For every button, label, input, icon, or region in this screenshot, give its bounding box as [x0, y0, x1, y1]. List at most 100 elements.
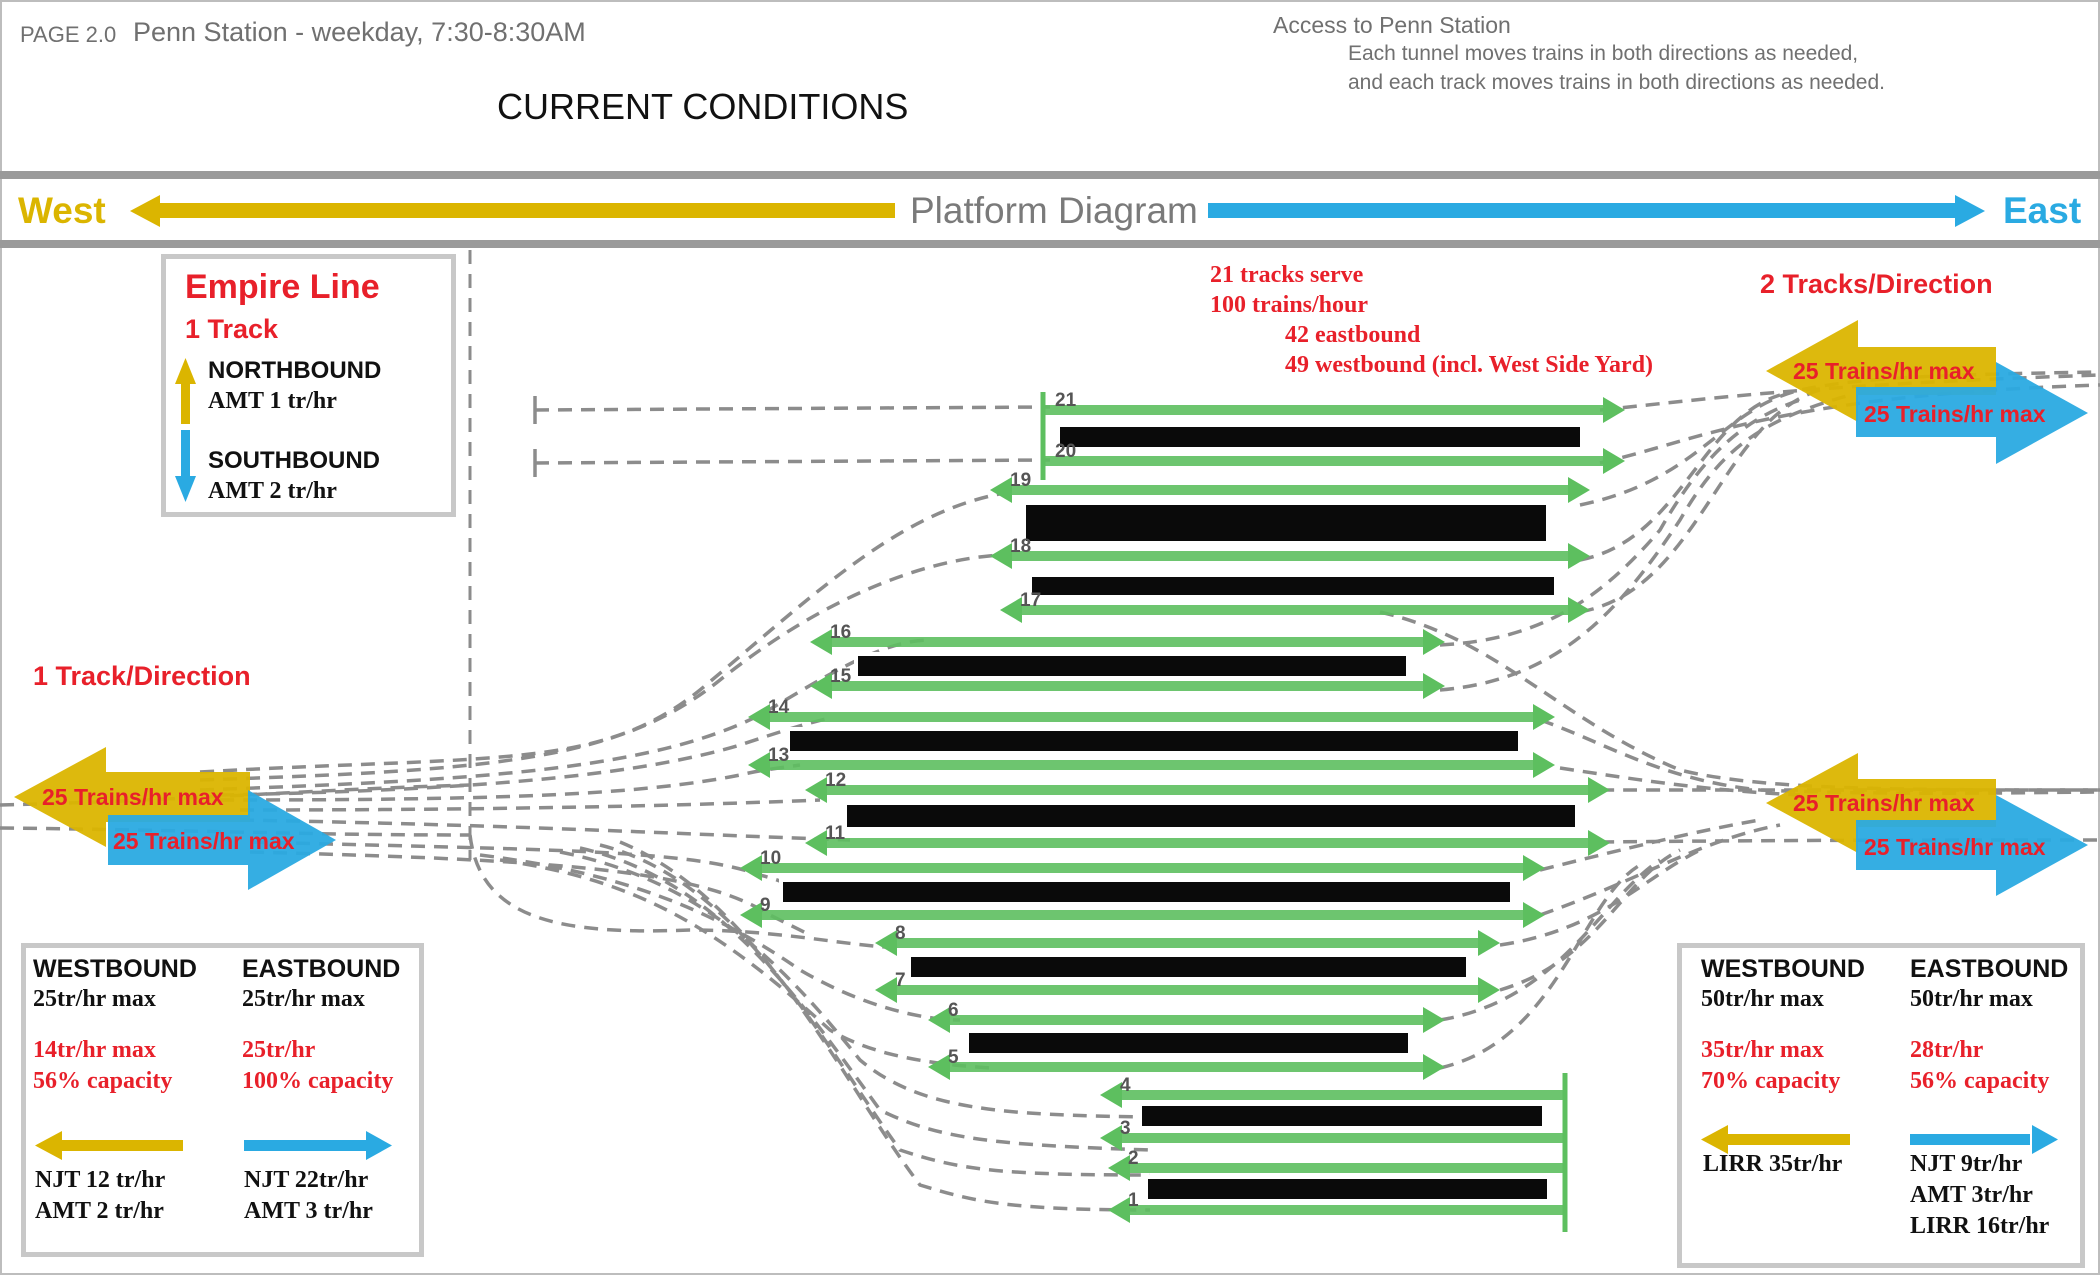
track-right-arrow-icon [1588, 830, 1610, 856]
east-upper-eastbound-arrow-icon [1856, 362, 2088, 464]
track-right-arrow-icon [1423, 673, 1445, 699]
left-eb-actual: 25tr/hr [242, 1037, 316, 1063]
track-number-label: 7 [895, 970, 906, 991]
west-tunnel-westbound-capacity: 25 Trains/hr max [42, 784, 224, 810]
platform [1138, 1102, 1546, 1130]
track-number-label: 9 [760, 895, 771, 916]
connection-lines [0, 370, 2100, 1212]
track-number-label: 15 [830, 666, 852, 687]
track-right-arrow-icon [1568, 543, 1590, 569]
platform [1022, 501, 1550, 545]
platform [786, 727, 1522, 755]
platform [965, 1029, 1412, 1057]
track-right-arrow-icon [1603, 448, 1625, 474]
left-eb-line1: NJT 22tr/hr [244, 1167, 369, 1193]
track-number-label: 14 [768, 697, 790, 718]
east-label: East [2003, 190, 2082, 231]
track-left-arrow-icon [810, 673, 832, 699]
track-left-arrow-icon [1100, 1082, 1122, 1108]
left-wb-max: 25tr/hr max [33, 986, 156, 1012]
track-number-label: 5 [948, 1047, 959, 1068]
track-left-arrow-icon [875, 977, 897, 1003]
summary-eastbound: 42 eastbound [1285, 322, 1421, 348]
track-number-label: 12 [825, 770, 846, 791]
track-right-arrow-icon [1568, 477, 1590, 503]
track-number-label: 17 [1020, 590, 1041, 611]
east-upper-westbound-capacity: 25 Trains/hr max [1793, 358, 1975, 384]
track-number-label: 1 [1128, 1190, 1139, 1211]
track-left-arrow-icon [740, 902, 762, 928]
west-tunnel-eastbound-arrow-icon [108, 790, 336, 890]
empire-south-value: AMT 2 tr/hr [208, 478, 337, 504]
track-left-arrow-icon [1108, 1155, 1130, 1181]
track-number-label: 19 [1010, 470, 1031, 491]
empire-north-label: NORTHBOUND [208, 357, 382, 384]
track-number-label: 6 [948, 1000, 959, 1021]
track-right-arrow-icon [1603, 397, 1625, 423]
track-21 [1043, 397, 1625, 423]
empire-north-value: AMT 1 tr/hr [208, 388, 337, 414]
left-westbound-arrow-icon [35, 1131, 183, 1160]
east-lower-westbound-capacity: 25 Trains/hr max [1793, 790, 1975, 816]
right-westbound-arrow-icon [1701, 1125, 1850, 1154]
left-eb-max: 25tr/hr max [242, 986, 365, 1012]
track-right-arrow-icon [1588, 777, 1610, 803]
access-note-1: Each tunnel moves trains in both directi… [1348, 42, 1859, 65]
west-capacity-table [21, 943, 424, 1257]
track-15 [810, 673, 1445, 699]
track-4 [1100, 1082, 1565, 1108]
track-left-arrow-icon [740, 855, 762, 881]
track-left-arrow-icon [1100, 1125, 1122, 1151]
right-eb-pct: 56% capacity [1910, 1068, 2050, 1094]
track-5 [928, 1054, 1445, 1080]
east-upper-westbound-arrow-icon [1766, 320, 1996, 422]
banner-rule-top [0, 171, 2100, 179]
track-number-label: 21 [1055, 390, 1077, 411]
west-label: West [18, 190, 106, 231]
banner-rule-bottom [0, 240, 2100, 248]
right-wb-head: WESTBOUND [1701, 955, 1865, 983]
track-right-arrow-icon [1568, 597, 1590, 623]
right-eb-line2: AMT 3tr/hr [1910, 1182, 2033, 1208]
track-left-arrow-icon [748, 704, 770, 730]
right-wb-pct: 70% capacity [1701, 1068, 1841, 1094]
track-number-label: 2 [1128, 1148, 1139, 1169]
track-number-label: 8 [895, 923, 906, 944]
track-20 [1043, 448, 1625, 474]
east-lower-eastbound-capacity: 25 Trains/hr max [1864, 834, 2046, 860]
access-note-2: and each track moves trains in both dire… [1348, 71, 1885, 94]
platforms-group [779, 423, 1584, 1203]
track-right-arrow-icon [1423, 1007, 1445, 1033]
platform [1028, 573, 1558, 599]
east-lower-eastbound-arrow-icon [1856, 795, 2088, 896]
empire-tracks: 1 Track [185, 314, 279, 344]
right-wb-line1: LIRR 35tr/hr [1703, 1151, 1843, 1177]
track-8 [875, 930, 1500, 956]
right-eb-line3: LIRR 16tr/hr [1910, 1213, 2050, 1239]
left-eastbound-arrow-icon [244, 1131, 392, 1160]
empire-south-label: SOUTHBOUND [208, 447, 380, 474]
west-tunnel-eastbound-capacity: 25 Trains/hr max [113, 828, 295, 854]
track-right-arrow-icon [1523, 855, 1545, 881]
track-left-arrow-icon [1000, 597, 1022, 623]
right-wb-max: 50tr/hr max [1701, 986, 1824, 1012]
left-eb-line2: AMT 3 tr/hr [244, 1198, 373, 1224]
track-right-arrow-icon [1423, 1054, 1445, 1080]
right-eb-head: EASTBOUND [1910, 955, 2069, 983]
track-right-arrow-icon [1533, 752, 1555, 778]
track-left-arrow-icon [928, 1054, 950, 1080]
track-right-arrow-icon [1423, 629, 1445, 655]
track-6 [928, 1007, 1445, 1033]
summary-westbound: 49 westbound (incl. West Side Yard) [1285, 352, 1654, 378]
left-wb-pct: 56% capacity [33, 1068, 173, 1094]
west-arrow-icon [130, 195, 895, 227]
track-left-arrow-icon [990, 477, 1012, 503]
platform [1144, 1175, 1551, 1203]
track-17 [1000, 597, 1590, 623]
east-direction-label: 2 Tracks/Direction [1760, 269, 1993, 299]
right-eb-max: 50tr/hr max [1910, 986, 2033, 1012]
track-right-arrow-icon [1523, 902, 1545, 928]
track-10 [740, 855, 1545, 881]
